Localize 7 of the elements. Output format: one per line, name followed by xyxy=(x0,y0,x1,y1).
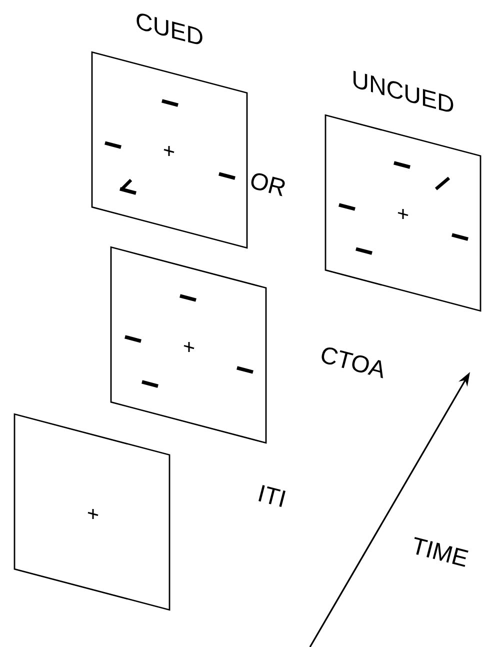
interval-label: ITI xyxy=(258,485,286,507)
display-panel xyxy=(110,246,267,444)
or-label: OR xyxy=(251,173,285,196)
display-panel xyxy=(14,413,170,611)
panel-heading: CUED xyxy=(136,14,202,44)
interval-label: CTOA xyxy=(322,347,383,378)
axis-label: TIME xyxy=(414,536,468,567)
